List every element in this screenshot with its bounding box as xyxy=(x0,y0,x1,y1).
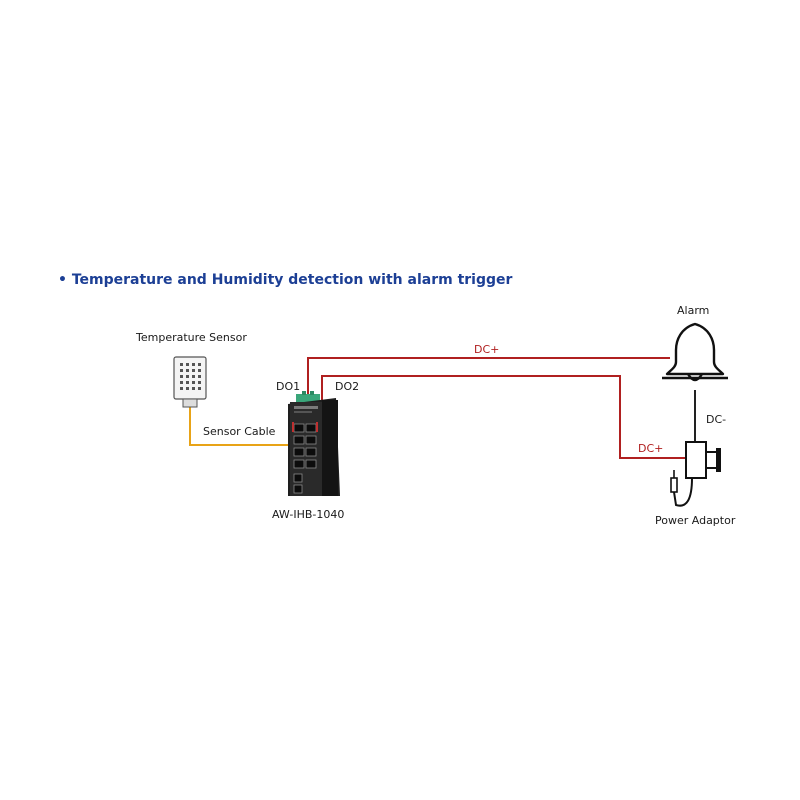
power-adaptor-label: Power Adaptor xyxy=(655,514,736,527)
alarm-bell-icon xyxy=(662,322,728,382)
dc-plus-wire-do2 xyxy=(321,375,690,459)
temperature-sensor-icon xyxy=(173,356,207,408)
sensor-cable-label: Sensor Cable xyxy=(203,425,276,438)
temperature-sensor-label: Temperature Sensor xyxy=(136,331,247,344)
dc-plus-top-label: DC+ xyxy=(474,343,500,356)
dc-minus-label: DC- xyxy=(706,413,727,426)
device-model-label: AW-IHB-1040 xyxy=(272,508,345,521)
alarm-label: Alarm xyxy=(677,304,710,317)
do1-label: DO1 xyxy=(276,380,301,393)
dc-plus-adaptor-label: DC+ xyxy=(638,442,664,455)
power-adaptor-icon xyxy=(670,441,721,507)
sensor-cable-wire xyxy=(189,406,292,446)
dc-plus-wire-do1 xyxy=(307,357,670,400)
diagram-heading: • Temperature and Humidity detection wit… xyxy=(58,272,513,288)
switch-device-icon xyxy=(288,391,340,496)
do2-label: DO2 xyxy=(335,380,360,393)
